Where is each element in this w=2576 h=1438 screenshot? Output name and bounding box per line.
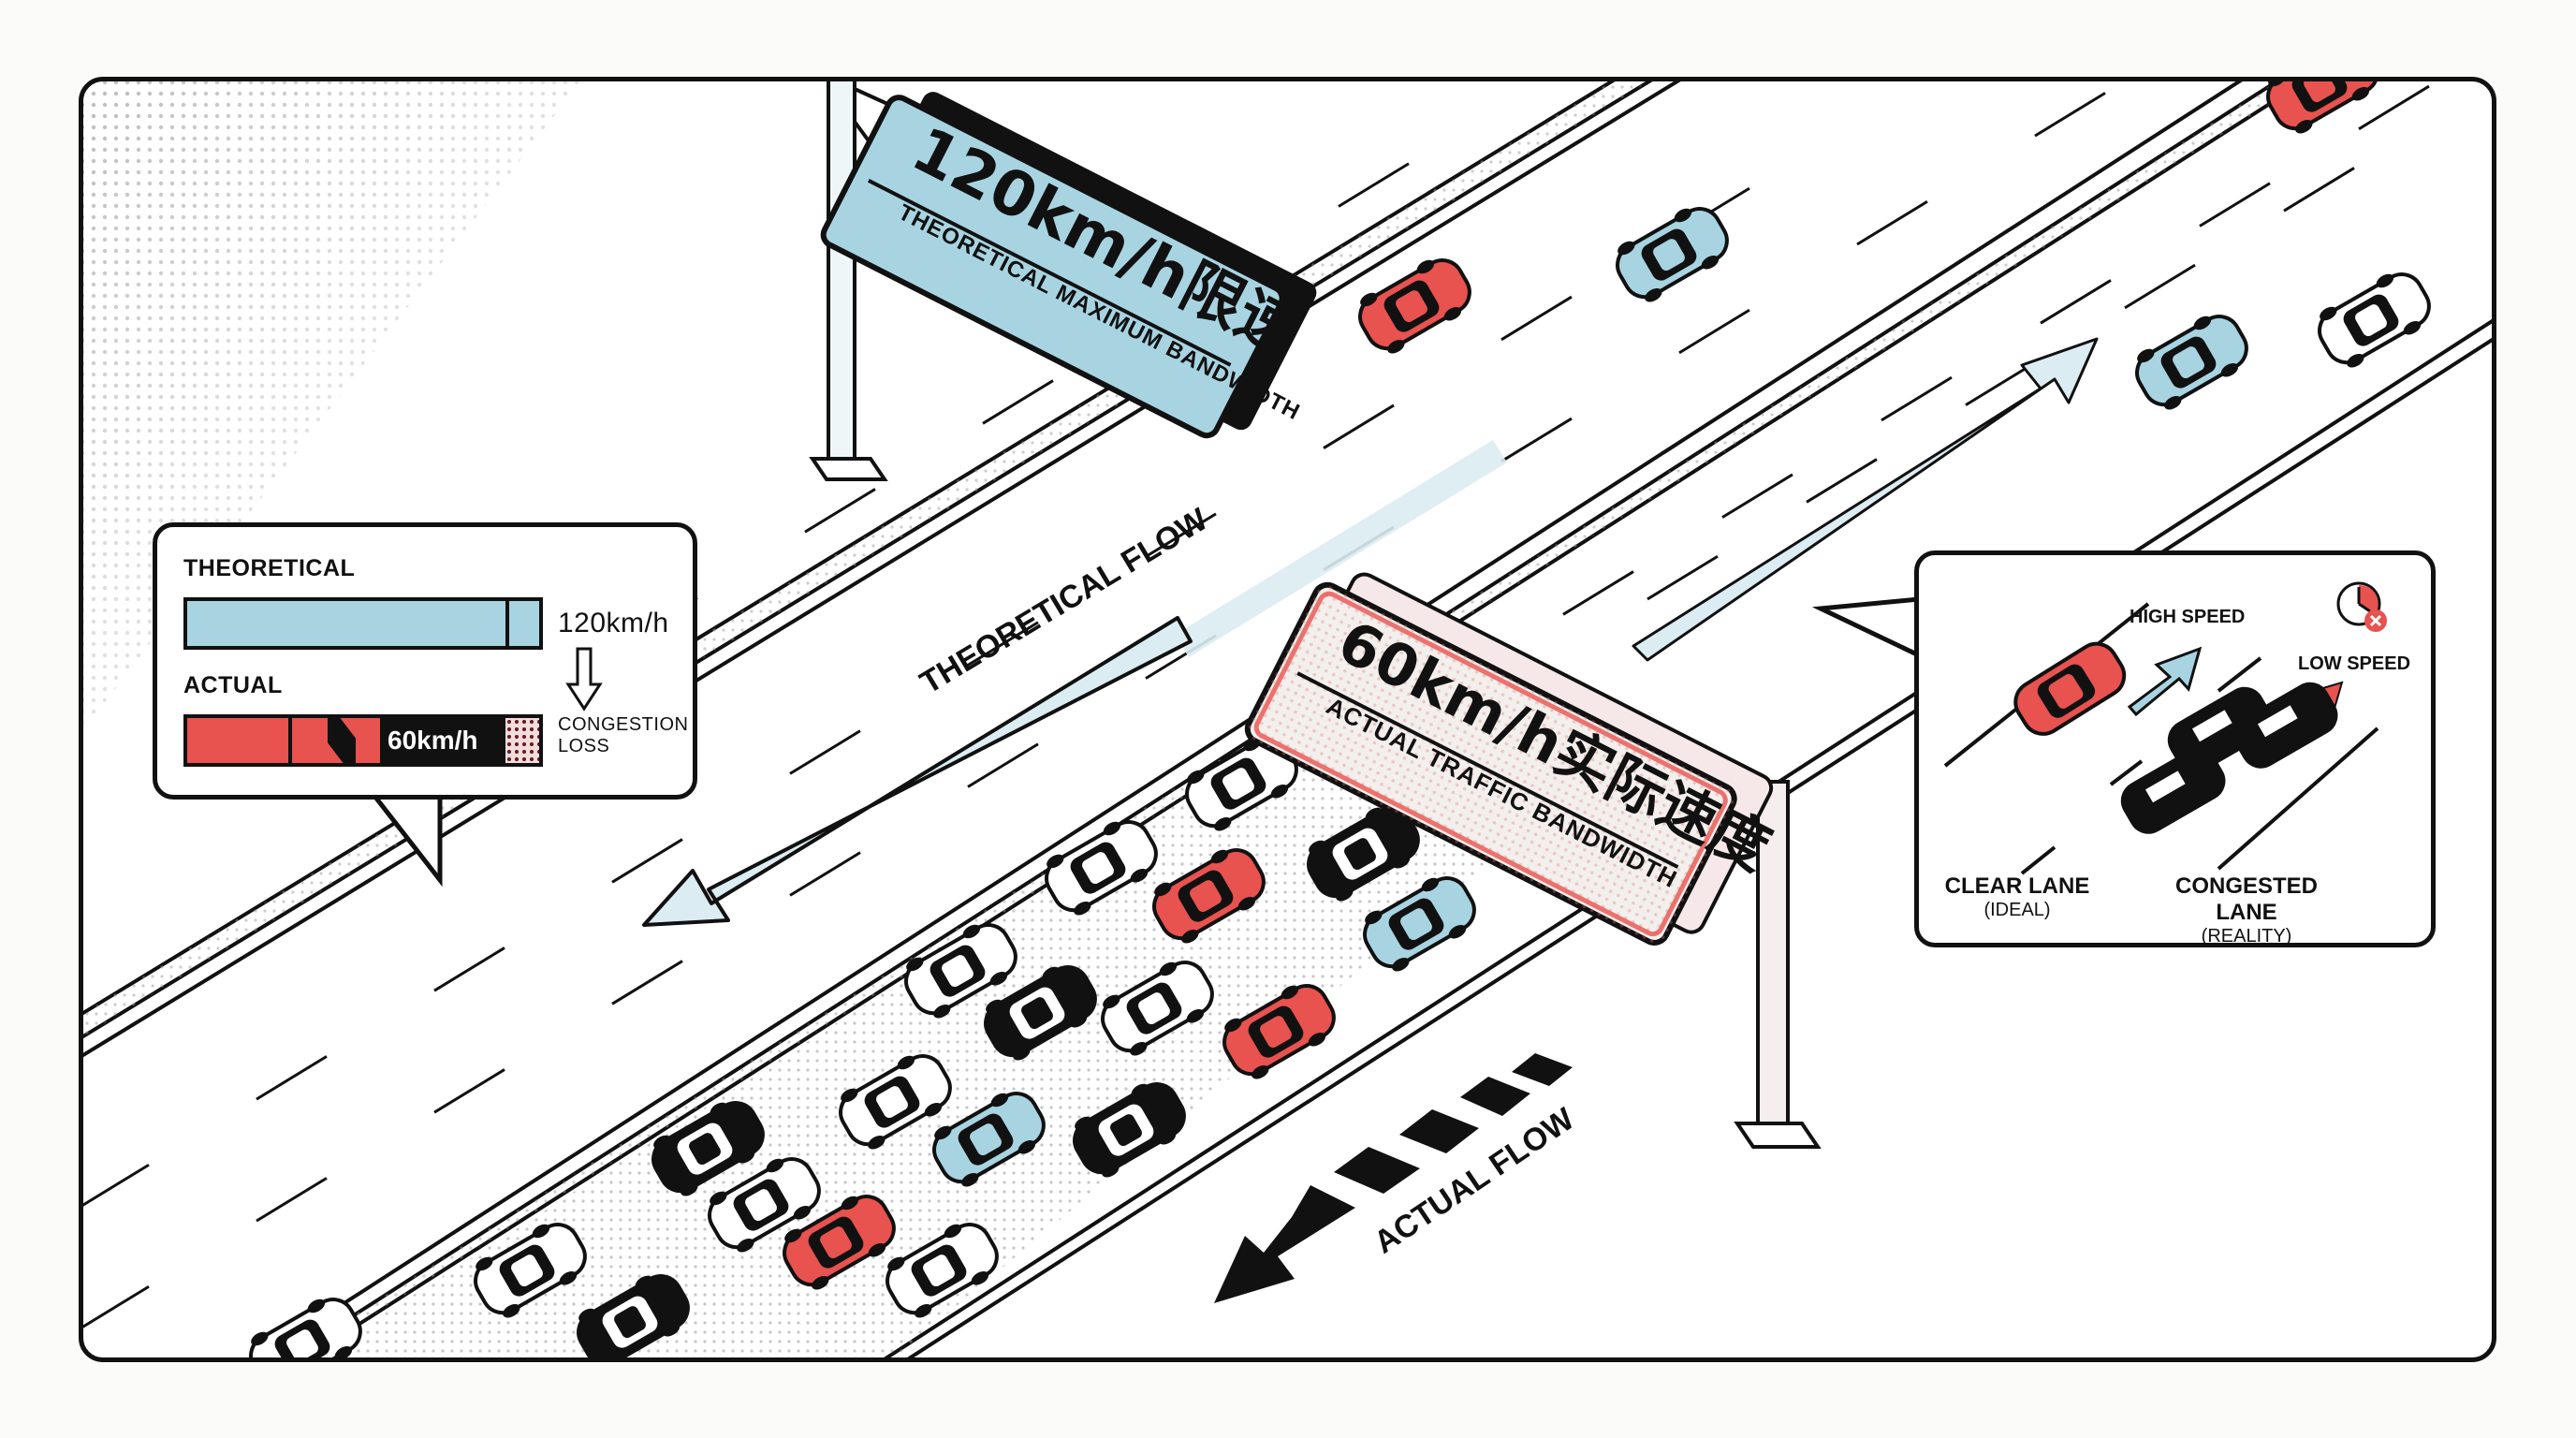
lane-dash	[967, 742, 1039, 788]
congested-lane-subtitle: (REALITY)	[2201, 926, 2292, 946]
clear-lane-subtitle: (IDEAL)	[1983, 900, 2051, 920]
lane-dash	[1338, 162, 1410, 208]
actual-speed-bar: 60km/h	[183, 714, 543, 767]
lane-dash	[83, 1284, 150, 1331]
legend-actual-label: ACTUAL	[183, 672, 283, 698]
lane-comparison-inset: HIGH SPEED LOW SPEED CLEAR LANE (IDEAL) …	[1914, 550, 2436, 947]
legend-theoretical-label: THEORETICAL	[183, 555, 356, 581]
clear-lane-label: CLEAR LANE (IDEAL)	[1942, 873, 2092, 921]
legend-theoretical-value: 120km/h	[558, 608, 669, 638]
upper-road-car	[2266, 81, 2379, 134]
upper-road-car	[1358, 258, 1471, 354]
clear-lane-red-car	[2013, 641, 2127, 736]
upper-road-car	[2135, 315, 2248, 410]
lane-dash	[2124, 263, 2196, 310]
congested-car	[1073, 1082, 1186, 1178]
congested-car	[839, 1054, 952, 1150]
high-speed-flow-arrow	[1632, 337, 2099, 662]
down-arrow-icon	[565, 647, 603, 712]
low-speed-label: LOW SPEED	[2298, 653, 2411, 674]
top-speed-sign	[820, 92, 1317, 439]
congested-car	[904, 923, 1017, 1019]
lane-dash	[611, 838, 683, 884]
lane-dash	[1881, 375, 1953, 422]
high-speed-label: HIGH SPEED	[2130, 607, 2246, 627]
congested-car	[249, 1298, 362, 1357]
congested-car	[1152, 848, 1266, 944]
congested-car	[474, 1223, 587, 1318]
lane-dash	[2199, 182, 2271, 227]
lane-dash	[789, 729, 861, 775]
lane-dash	[1500, 295, 1573, 342]
congested-car	[886, 1223, 999, 1318]
lane-dash	[967, 621, 1039, 667]
lane-dash	[2034, 92, 2106, 138]
congested-car	[708, 1157, 821, 1253]
lane-dash	[433, 1068, 505, 1114]
congested-black-cars	[2120, 682, 2338, 834]
lane-dash	[1500, 417, 1573, 463]
congested-car	[1222, 984, 1336, 1079]
lane-dash	[83, 1163, 150, 1210]
theoretical-flow-arrow	[642, 440, 1507, 927]
congested-car	[783, 1195, 896, 1290]
lane-dash	[256, 1177, 328, 1223]
lane-dash	[2283, 167, 2355, 213]
lane-dash	[2358, 84, 2430, 131]
congested-lane-title: CONGESTED LANE	[2174, 873, 2318, 925]
legend-loss-line1: CONGESTION	[558, 714, 689, 735]
legend-loss-line2: LOSS	[558, 736, 610, 756]
congested-lane-label: CONGESTED LANE (REALITY)	[2144, 873, 2349, 947]
congestion-loss-swatch	[503, 718, 539, 763]
bottom-speed-sign	[1244, 572, 1774, 946]
lane-dash	[1721, 473, 1793, 519]
congested-car	[651, 1101, 765, 1196]
speed-comparison-legend: THEORETICAL 120km/h ACTUAL 60km/h CONGES…	[153, 522, 697, 800]
upper-road-car	[2318, 272, 2431, 368]
lane-dash	[2040, 279, 2112, 325]
lane-dash	[1678, 308, 1750, 355]
congested-lane-halftone	[309, 730, 1647, 1357]
theoretical-speed-bar	[183, 597, 543, 650]
congested-car	[1101, 961, 1214, 1056]
theoretical-flow-label: THEORETICAL FLOW	[915, 501, 1215, 701]
congested-car	[1185, 736, 1298, 831]
high-speed-arrow	[2127, 646, 2203, 717]
lane-dash	[1323, 404, 1395, 449]
legend-actual-value: 60km/h	[388, 726, 478, 755]
lane-dash	[1145, 512, 1217, 558]
lane-dash	[789, 851, 861, 897]
cars-layer	[249, 81, 2431, 1357]
clock-with-x-icon	[2336, 581, 2387, 632]
bottom-sign-gantry	[1734, 780, 1822, 1149]
lane-dash	[256, 1055, 328, 1101]
lane-dash	[1806, 458, 1878, 504]
lane-dash	[1562, 570, 1634, 616]
congested-car	[1045, 820, 1158, 916]
lane-dash	[433, 946, 505, 992]
inset-artwork	[1943, 581, 2387, 875]
congested-car	[984, 965, 1097, 1061]
lane-dash	[611, 960, 683, 1005]
lane-dash	[804, 488, 876, 534]
congested-car	[577, 1274, 690, 1357]
upper-road-car	[1616, 207, 1729, 302]
lane-dash	[1856, 199, 1928, 246]
lane-markings	[83, 84, 2430, 1331]
lane-dash	[1647, 554, 1719, 601]
legend-loss-label: CONGESTION LOSS	[558, 714, 688, 757]
lane-dash	[982, 379, 1054, 425]
actual-flow-arrow	[1214, 1053, 1573, 1303]
congested-car	[1363, 876, 1476, 972]
clear-lane-title: CLEAR LANE	[1944, 873, 2090, 899]
congested-car	[932, 1092, 1046, 1187]
